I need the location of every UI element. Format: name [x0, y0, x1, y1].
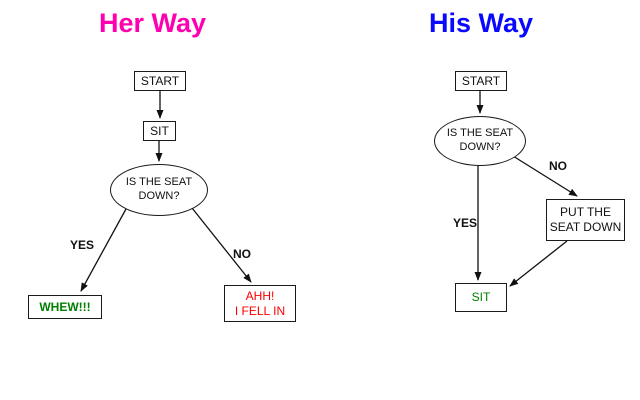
his-decision-node: IS THE SEAT DOWN? — [434, 116, 526, 166]
arrow-his-putdown-to-sit — [509, 240, 568, 287]
her-yes-outcome-node: WHEW!!! — [28, 295, 102, 319]
arrow-her-decision-no — [191, 207, 252, 283]
her-start-node: START — [134, 71, 186, 91]
his-sit-node: SIT — [455, 283, 507, 312]
her-no-outcome-line2: I FELL IN — [234, 303, 286, 318]
his-start-label: START — [461, 73, 501, 88]
his-way-title: His Way — [429, 8, 534, 38]
her-yes-branch-label: YES — [70, 238, 95, 252]
his-no-branch-label: NO — [549, 159, 567, 173]
arrow-his-decision-no — [512, 155, 578, 197]
her-yes-outcome-label: WHEW!!! — [39, 299, 91, 314]
her-no-outcome-node: AHH! I FELL IN — [224, 285, 296, 322]
her-sit-node: SIT — [143, 121, 176, 141]
his-yes-branch-label: YES — [453, 216, 478, 230]
her-decision-line1: IS THE SEAT — [125, 176, 193, 189]
his-put-seat-down-node: PUT THE SEAT DOWN — [546, 199, 625, 241]
his-start-node: START — [455, 71, 507, 91]
her-decision-node: IS THE SEAT DOWN? — [110, 164, 208, 216]
his-decision-line2: DOWN? — [459, 141, 501, 153]
his-decision-line1: IS THE SEAT — [446, 127, 514, 140]
her-decision-line2: DOWN? — [138, 190, 180, 202]
his-put-seat-down-line2: SEAT DOWN — [549, 220, 622, 234]
his-sit-label: SIT — [471, 290, 491, 304]
her-sit-label: SIT — [150, 123, 169, 138]
his-put-seat-down-line1: PUT THE — [560, 205, 611, 219]
her-no-outcome-line1: AHH! — [245, 288, 275, 303]
her-no-branch-label: NO — [233, 247, 251, 261]
her-start-label: START — [140, 73, 180, 88]
her-way-title: Her Way — [99, 8, 207, 38]
